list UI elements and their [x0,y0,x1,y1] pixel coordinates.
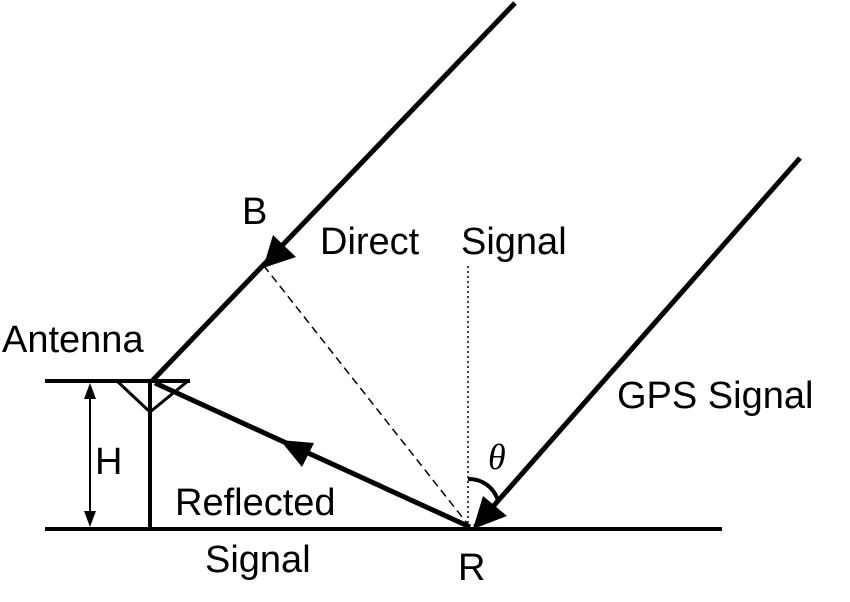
antenna-symbol [115,379,189,414]
direct-signal-ray [150,1,517,383]
label-reflected-signal: Signal [205,539,311,581]
elevation-angle-arc [467,476,500,502]
label-point-b: B [242,191,267,233]
reflected-signal-ray [153,380,472,530]
label-reflected: Reflected [175,482,336,524]
direct-signal-arrowhead [263,235,296,268]
height-arrow-top [84,383,96,399]
label-height: H [95,441,122,483]
gps-signal-ray [473,156,802,529]
label-direct: Direct [320,221,420,263]
label-theta: θ [488,437,506,477]
gps-signal-arrowhead [473,496,507,529]
reflected-signal-arrowhead [280,440,314,467]
height-arrow-bottom [84,511,96,527]
label-gps-signal: GPS Signal [617,375,813,417]
label-direct-signal: Signal [461,221,567,263]
path-difference-dashed-line [263,265,471,528]
label-antenna: Antenna [2,319,144,361]
label-point-r: R [458,547,485,589]
